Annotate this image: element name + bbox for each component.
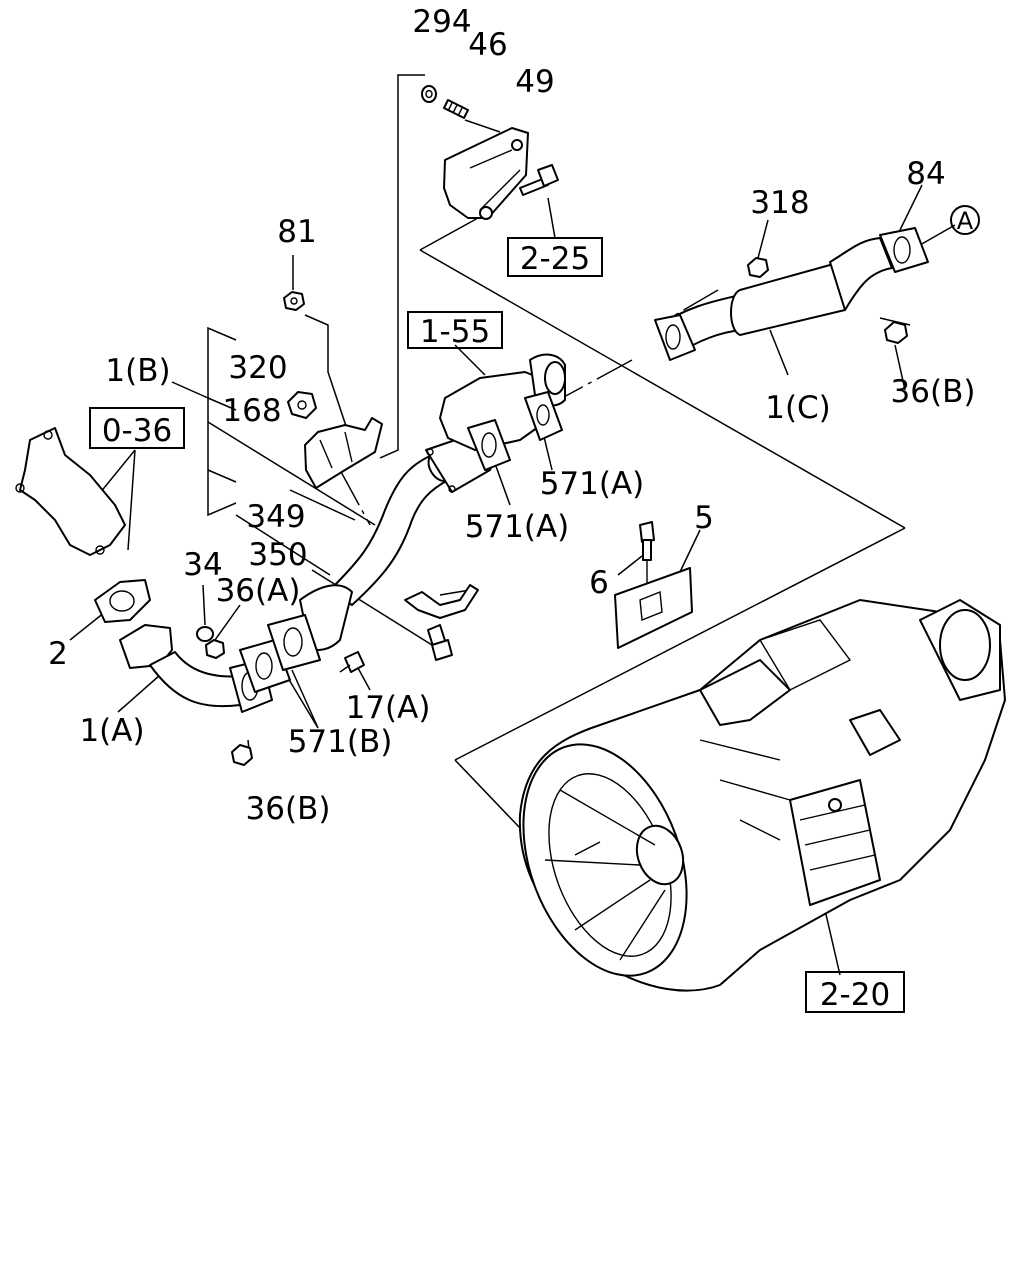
ref-box-0-36: 0-36 (89, 407, 185, 449)
callout-84: 84 (906, 156, 945, 192)
gasket-571b (239, 614, 321, 693)
bolt-2-25 (519, 164, 559, 196)
nut-320 (287, 391, 317, 419)
turbo-outlet-1-55 (439, 353, 566, 451)
callout-294: 294 (412, 4, 471, 40)
circle-a-label: A (957, 207, 974, 235)
manifold-0-36 (15, 427, 126, 556)
callout-318: 318 (750, 185, 809, 221)
ref-label-0-36: 0-36 (102, 413, 172, 449)
gasket-571a-lower (467, 419, 511, 471)
callout-36b-bottom: 36(B) (246, 791, 331, 827)
bolt-6 (639, 521, 655, 561)
gasket-2 (94, 579, 151, 623)
bolt-17a (339, 651, 365, 673)
nut-36b-right (884, 321, 908, 344)
callout-36b-right: 36(B) (891, 374, 976, 410)
transmission-2-20 (518, 599, 1006, 992)
callout-571a-upper: 571(A) (540, 466, 645, 502)
callout-320: 320 (228, 350, 287, 386)
ref-label-2-20: 2-20 (820, 977, 890, 1013)
ref-box-1-55: 1-55 (407, 311, 503, 350)
callout-1a: 1(A) (79, 713, 144, 749)
bracket-168 (304, 417, 383, 489)
ref-label-2-25: 2-25 (520, 241, 590, 277)
callout-36a: 36(A) (216, 573, 301, 609)
callout-1b: 1(B) (105, 353, 170, 389)
callout-34: 34 (183, 547, 222, 583)
nut-36b-bottom (231, 744, 253, 766)
callout-168: 168 (222, 393, 281, 429)
washer-294 (421, 85, 437, 103)
callout-571a-lower: 571(A) (465, 509, 570, 545)
callout-81: 81 (277, 214, 316, 250)
ref-label-1-55: 1-55 (420, 314, 490, 350)
callout-6: 6 (589, 565, 609, 601)
callout-571b: 571(B) (288, 724, 393, 760)
pipe-1c-muffler (654, 237, 893, 361)
nut-318 (747, 257, 769, 278)
callout-350: 350 (248, 537, 307, 573)
callout-49: 49 (515, 64, 554, 100)
gasket-571a-upper (524, 391, 563, 441)
bracket-49 (443, 127, 529, 220)
callout-5: 5 (694, 500, 714, 536)
nut-81 (283, 291, 305, 311)
callout-2: 2 (48, 636, 68, 672)
nut-36a (205, 639, 225, 659)
plate-5 (614, 567, 693, 649)
ref-box-2-20: 2-20 (805, 971, 905, 1013)
stud-46 (443, 99, 469, 119)
bolt-350 (427, 624, 453, 661)
clamp-349 (404, 584, 479, 619)
gasket-84 (879, 227, 929, 273)
circle-a-marker: A (950, 205, 980, 235)
callout-46: 46 (468, 27, 507, 63)
ref-box-2-25: 2-25 (507, 237, 603, 277)
callout-1c: 1(C) (765, 390, 831, 426)
callout-349: 349 (246, 499, 305, 535)
washer-34 (196, 626, 214, 642)
callout-labels: 294 46 49 81 318 84 320 1(B) 168 349 350… (48, 4, 975, 827)
callout-17a: 17(A) (346, 690, 431, 726)
